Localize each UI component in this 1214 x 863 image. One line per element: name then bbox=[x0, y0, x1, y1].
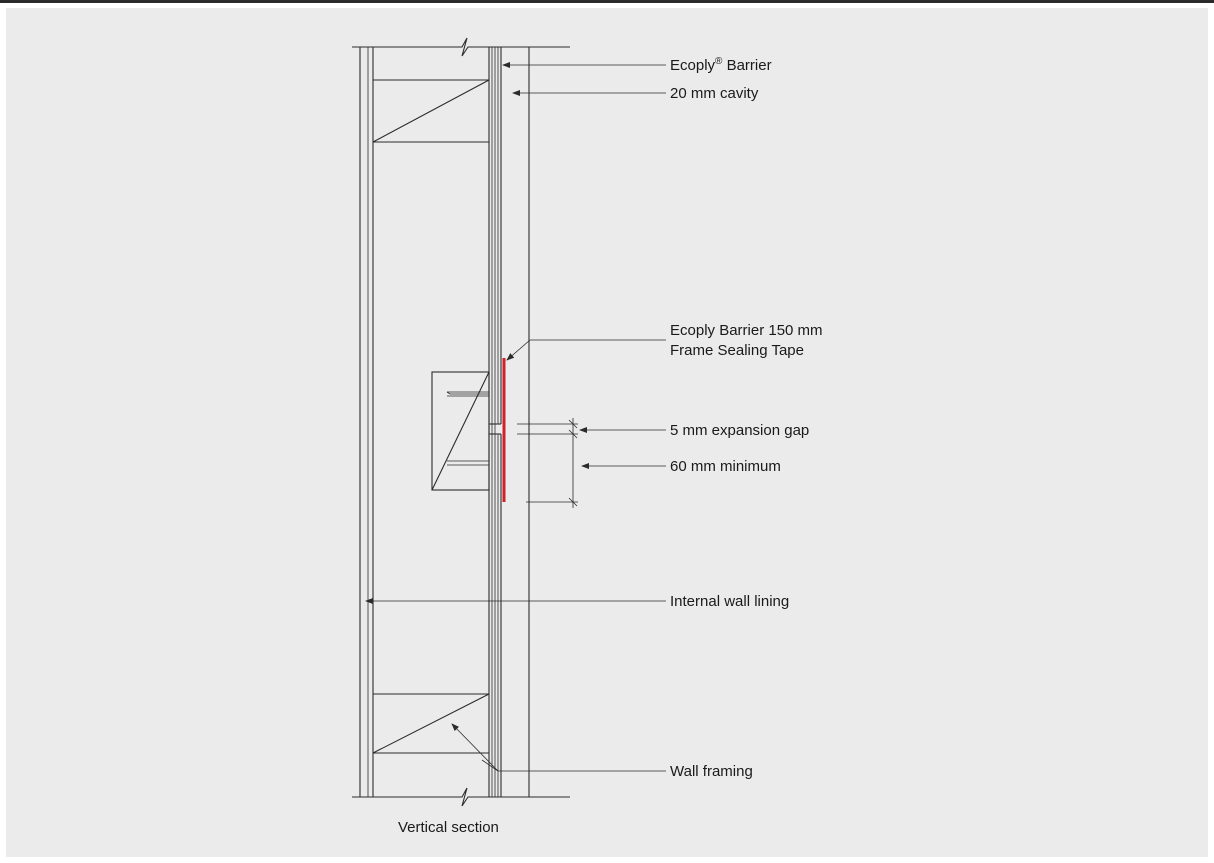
top-rule bbox=[0, 0, 1214, 3]
label-tape-line2: Frame Sealing Tape bbox=[670, 342, 804, 359]
diagram-panel bbox=[6, 8, 1208, 857]
top-nog bbox=[372, 79, 490, 143]
label-minimum: 60 mm minimum bbox=[670, 458, 781, 475]
leader-lines bbox=[365, 62, 666, 772]
bottom-plate bbox=[372, 693, 490, 754]
label-cavity: 20 mm cavity bbox=[670, 85, 759, 102]
ecoply-barrier-sheet bbox=[489, 47, 502, 797]
label-ecoply-barrier: Ecoply® Barrier bbox=[670, 56, 772, 74]
dimension-marks bbox=[517, 418, 578, 508]
label-internal-lining: Internal wall lining bbox=[670, 593, 789, 610]
label-wall-framing: Wall framing bbox=[670, 763, 753, 780]
frame-block bbox=[431, 371, 490, 491]
break-line-bottom bbox=[352, 787, 570, 807]
internal-wall-lining bbox=[359, 47, 374, 797]
label-tape-line1: Ecoply Barrier 150 mm bbox=[670, 322, 823, 339]
break-line-top bbox=[352, 37, 570, 57]
fixing-nail-upper bbox=[446, 391, 489, 397]
fixing-nail-lower bbox=[447, 460, 489, 466]
label-expansion-gap: 5 mm expansion gap bbox=[670, 422, 809, 439]
diagram-caption: Vertical section bbox=[398, 819, 499, 836]
